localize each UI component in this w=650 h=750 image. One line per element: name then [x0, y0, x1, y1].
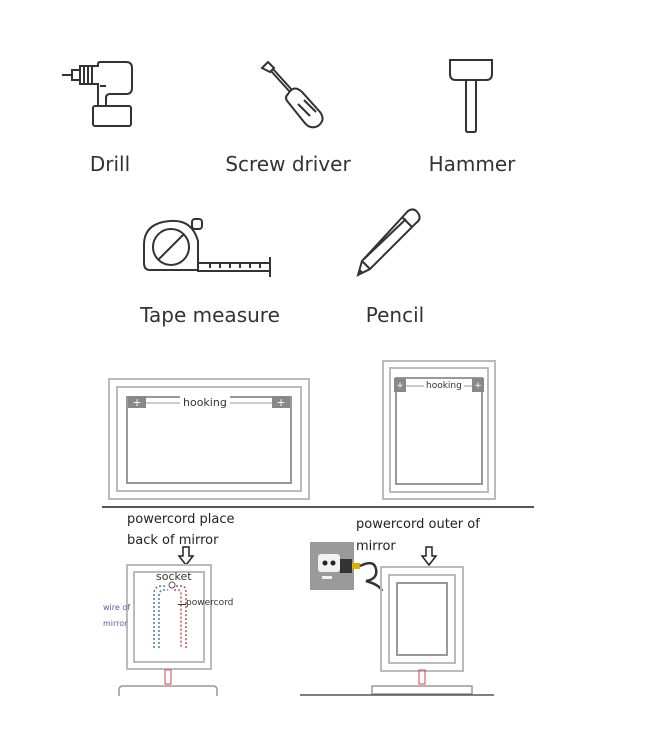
- tape-measure-label: Tape measure: [140, 303, 280, 327]
- hook-box-right: [272, 396, 290, 408]
- hammer: [446, 56, 496, 134]
- wire-label-line1: wire of: [103, 603, 131, 612]
- svg-text:+: +: [132, 396, 141, 409]
- screwdriver: [258, 58, 328, 133]
- drill-icon: [62, 61, 133, 127]
- portrait-mirror: + +: [382, 360, 496, 500]
- back-mirror-frame: [126, 564, 212, 670]
- powercord-label: powercord: [186, 598, 234, 608]
- down-arrow-left: [177, 546, 195, 567]
- svg-text:+: +: [396, 381, 404, 391]
- pencil: [352, 205, 424, 280]
- screwdriver-label: Screw driver: [225, 152, 351, 176]
- hook-box-left-portrait: [394, 378, 406, 392]
- divider: [102, 506, 534, 508]
- hook-box-right-portrait: [472, 378, 484, 392]
- powercord-place-line2: back of mirror: [127, 533, 219, 548]
- pencil-label: Pencil: [365, 303, 425, 327]
- wire-label-line2: mirror: [103, 619, 128, 628]
- pencil-icon: [356, 208, 421, 277]
- outlet-icon: [310, 542, 354, 590]
- screwdriver-icon: [260, 60, 324, 129]
- tape-measure: [140, 215, 280, 280]
- back-mirror-stand: [118, 669, 218, 698]
- hammer-label: Hammer: [428, 152, 516, 176]
- tape-measure-icon: [143, 218, 271, 277]
- powercord-pointer: [178, 604, 186, 605]
- powercord-outer-line2: mirror: [356, 539, 396, 554]
- hook-box-left: [128, 396, 146, 408]
- power-cord: [340, 555, 390, 595]
- outer-mirror-frame: [380, 566, 464, 672]
- svg-text:+: +: [276, 396, 285, 409]
- drill: [60, 58, 140, 133]
- svg-text:+: +: [474, 381, 482, 391]
- outer-mirror-stand: [300, 669, 494, 698]
- drill-label: Drill: [89, 152, 131, 176]
- portrait-hooking-label: hooking: [424, 381, 464, 391]
- down-arrow-right: [420, 546, 438, 567]
- hammer-icon: [449, 59, 493, 133]
- wall-outlet: [310, 542, 354, 590]
- landscape-hooking-label: hooking: [180, 396, 230, 409]
- socket-label: socket: [156, 570, 192, 583]
- powercord-place-line1: powercord place: [127, 512, 235, 527]
- powercord-outer-line1: powercord outer of: [356, 517, 480, 532]
